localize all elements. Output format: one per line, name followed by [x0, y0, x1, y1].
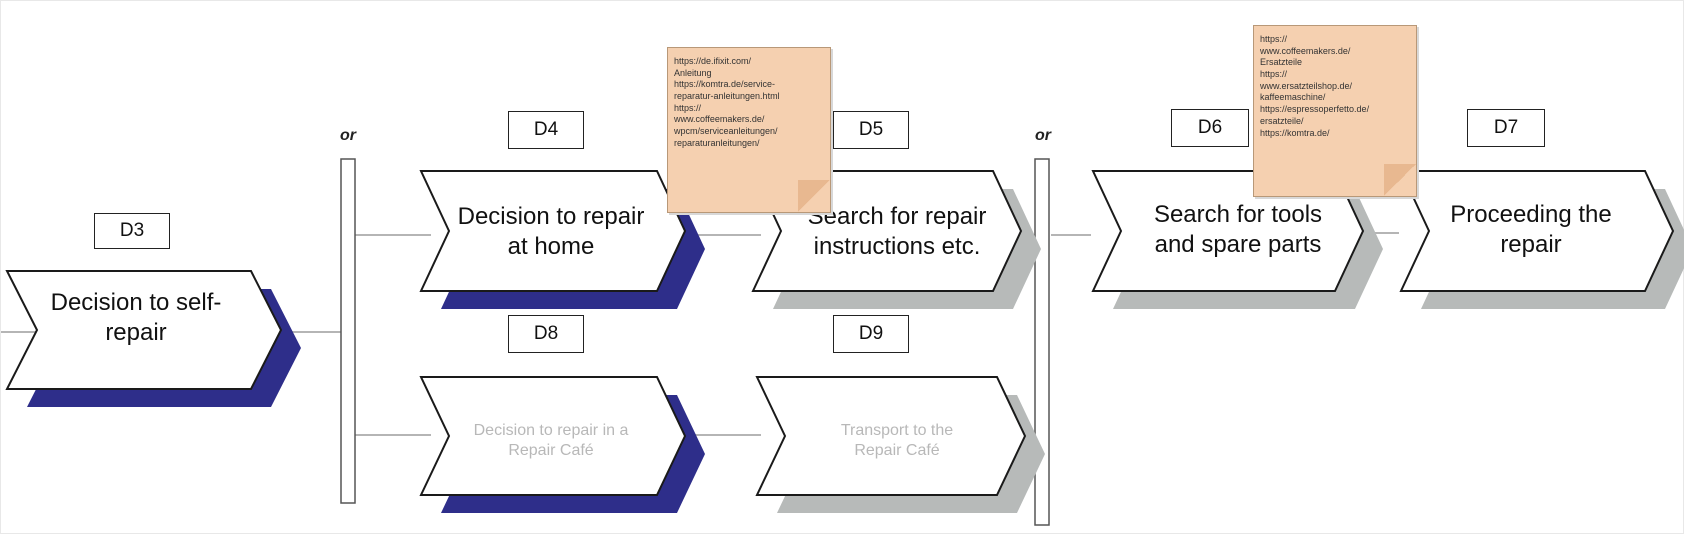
- step-label-d7: D7: [1467, 109, 1545, 147]
- or-connector-label-2: or: [1035, 127, 1051, 144]
- note-url-line: https://: [1260, 69, 1288, 80]
- step-text-d9: Transport to the Repair Café: [840, 422, 954, 459]
- note-url-line: kaffeemaschine/: [1260, 92, 1326, 103]
- step-chevron: [419, 376, 687, 496]
- note-url-line: https://espressoperfetto.de/: [1260, 104, 1370, 115]
- or-connector-bar-1: [340, 158, 356, 504]
- step-text-d7: Proceeding the repair: [1450, 201, 1612, 258]
- process-step-d8: [419, 376, 705, 513]
- note-url-line: https://: [674, 102, 702, 113]
- note-url-line: reparaturanleitungen/: [674, 137, 760, 148]
- note-fold: [798, 180, 830, 212]
- step-text-d3: Decision to self- repair: [50, 289, 222, 346]
- step-text-d5: Search for repair instructions etc.: [807, 203, 987, 260]
- note-url-line: www.coffeemakers.de/: [674, 114, 765, 125]
- note-fold: [1384, 164, 1416, 196]
- note-url-line: wpcm/serviceanleitungen/: [674, 126, 778, 137]
- step-label-d6: D6: [1171, 109, 1249, 147]
- process-step-d3: [5, 270, 301, 407]
- step-chevron: [5, 270, 283, 390]
- note-url-line: https://de.ifixit.com/: [674, 56, 752, 66]
- note-url-line: www.coffeemakers.de/: [1260, 45, 1351, 56]
- note-url-line: reparatur-anleitungen.html: [674, 91, 780, 102]
- step-label-d5: D5: [833, 111, 909, 149]
- note-url-line: https://: [1260, 34, 1288, 44]
- step-label-d8: D8: [508, 315, 584, 353]
- process-step-d4: [419, 170, 705, 309]
- or-connector-label-1: or: [340, 127, 356, 144]
- note-url-line: Ersatzteile: [1260, 57, 1303, 68]
- process-step-d9: [755, 376, 1045, 513]
- note-url-line: www.ersatzteilshop.de/: [1260, 80, 1353, 91]
- step-label-d9: D9: [833, 315, 909, 353]
- step-chevron: [1399, 170, 1675, 292]
- step-chevron: [755, 376, 1027, 496]
- note-url-line: https://komtra.de/: [1260, 127, 1330, 138]
- process-step-d7: [1399, 170, 1684, 309]
- step-chevron: [419, 170, 687, 292]
- step-label-d4: D4: [508, 111, 584, 149]
- note-url-line: ersatzteile/: [1260, 115, 1304, 126]
- step-text-d4: Decision to repair at home: [457, 203, 645, 260]
- step-text-d6: Search for tools and spare parts: [1153, 201, 1323, 258]
- step-text-d8: Decision to repair in a Repair Café: [473, 422, 629, 459]
- note-url-line: https://komtra.de/service-: [674, 79, 776, 90]
- note-url-line: Anleitung: [674, 67, 712, 78]
- process-step-d6: [1091, 170, 1383, 309]
- step-label-d3: D3: [94, 213, 170, 249]
